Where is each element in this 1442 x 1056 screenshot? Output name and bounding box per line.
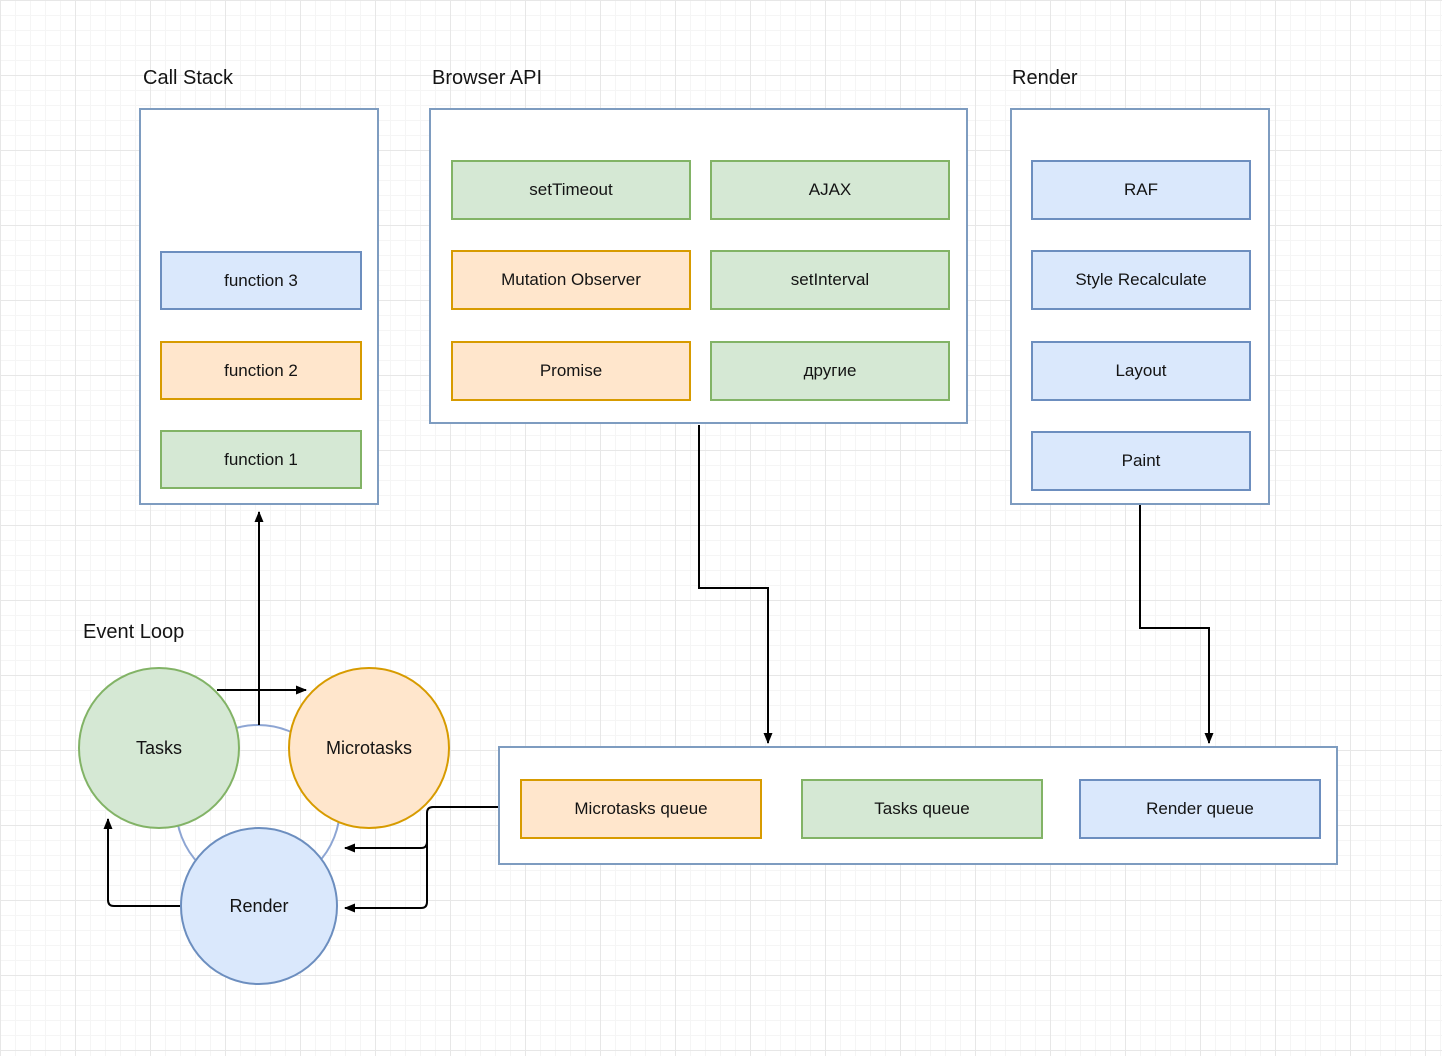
render-step: Paint [1031,431,1251,491]
browser-api-item-label: Mutation Observer [501,270,641,289]
browser-api-item: AJAX [710,160,950,220]
tasks-circle: Tasks [78,667,240,829]
queue-box-label: Tasks queue [874,799,970,818]
render-step: Layout [1031,341,1251,401]
browser-api-item-label: setTimeout [529,180,613,199]
browser-api-item-label: setInterval [790,270,870,289]
call-stack-frame-label: function 3 [224,270,298,290]
render-step: Style Recalculate [1031,250,1251,310]
render-step-label: Style Recalculate [1075,270,1207,289]
call-stack-title: Call Stack [143,67,234,89]
tasks-circle-label: Tasks [135,737,182,758]
browser-api-item: другие [710,341,950,401]
queue-box: Render queue [1079,779,1321,839]
browser-api-item: setTimeout [451,160,691,220]
queue-box: Tasks queue [801,779,1043,839]
browser-api-item: setInterval [710,250,950,310]
microtasks-circle-label: Microtasks [325,737,412,758]
event-loop-title: Event Loop [83,621,185,643]
browser-api-item: Promise [451,341,691,401]
render-step-label: Layout [1115,361,1167,380]
call-stack-frame: function 1 [160,430,362,489]
queue-box-label: Render queue [1146,799,1254,818]
call-stack-frame: function 2 [160,341,362,400]
call-stack-frame-label: function 2 [224,360,298,380]
render-circle-label: Render [229,895,289,916]
render-container: RAF Style Recalculate Layout Paint [1010,108,1270,505]
render-step-label: Paint [1121,451,1161,470]
render-title: Render [1012,67,1078,89]
browser-api-item: Mutation Observer [451,250,691,310]
render-step: RAF [1031,160,1251,220]
queue-box: Microtasks queue [520,779,762,839]
browser-api-item-label: AJAX [808,180,852,199]
call-stack-frame: function 3 [160,251,362,310]
browser-api-item-label: другие [803,361,857,380]
call-stack-frame-label: function 1 [224,449,298,469]
call-stack-container: function 3 function 2 function 1 [139,108,379,505]
queue-box-label: Microtasks queue [574,799,708,818]
render-circle: Render [180,827,338,985]
browser-api-title: Browser API [432,67,543,89]
browser-api-container: setTimeout AJAX Mutation Observer setInt… [429,108,968,424]
microtasks-circle: Microtasks [288,667,450,829]
render-step-label: RAF [1124,180,1158,199]
queues-container: Microtasks queue Tasks queue Render queu… [498,746,1338,865]
browser-api-item-label: Promise [539,361,603,380]
